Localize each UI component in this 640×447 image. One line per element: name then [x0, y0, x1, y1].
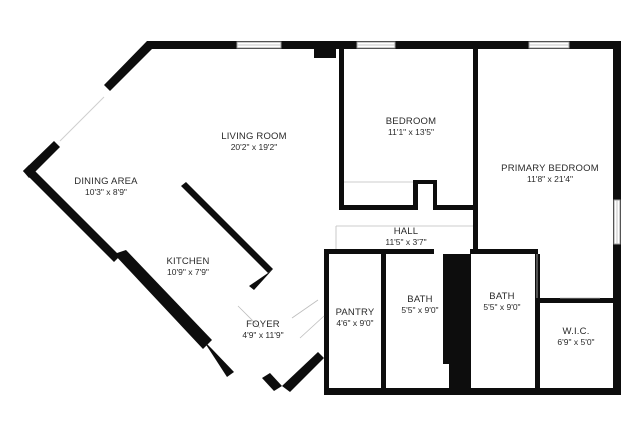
- room-name-living-room: LIVING ROOM: [221, 131, 287, 142]
- thin-lines: [237, 181, 600, 339]
- room-label-bath-2: BATH 5'5" x 9'0": [483, 291, 520, 312]
- room-name-bath-2: BATH: [489, 291, 514, 302]
- room-label-living-room: LIVING ROOM 20'2" x 19'2": [221, 131, 287, 152]
- room-dimensions-foyer: 4'9" x 11'9": [242, 330, 283, 340]
- room-dimensions-bedroom: 11'1" x 13'5": [388, 127, 434, 137]
- room-name-foyer: FOYER: [246, 319, 280, 330]
- room-dimensions-living-room: 20'2" x 19'2": [231, 142, 278, 152]
- room-dimensions-wic: 6'9" x 5'0": [557, 337, 594, 347]
- room-dimensions-kitchen: 10'9" x 7'9": [167, 267, 209, 277]
- room-name-bath-1: BATH: [407, 294, 432, 305]
- room-label-kitchen: KITCHEN 10'9" x 7'9": [166, 256, 209, 277]
- room-name-primary-bedroom: PRIMARY BEDROOM: [501, 163, 599, 174]
- room-name-pantry: PANTRY: [336, 307, 375, 318]
- exterior-walls: [23, 41, 621, 395]
- room-label-pantry: PANTRY 4'6" x 9'0": [336, 307, 375, 328]
- room-dimensions-primary-bedroom: 11'8" x 21'4": [527, 174, 573, 184]
- room-name-dining-area: DINING AREA: [74, 176, 138, 187]
- room-dimensions-bath-1: 5'5" x 9'0": [401, 305, 438, 315]
- room-label-bedroom: BEDROOM 11'1" x 13'5": [386, 116, 437, 137]
- room-name-wic: W.I.C.: [562, 326, 589, 337]
- room-name-hall: HALL: [394, 226, 419, 237]
- room-label-hall: HALL 11'5" x 3'7": [385, 226, 426, 247]
- room-label-primary-bedroom: PRIMARY BEDROOM 11'8" x 21'4": [501, 163, 599, 184]
- interior-walls: [181, 47, 615, 388]
- room-name-bedroom: BEDROOM: [386, 116, 437, 127]
- room-dimensions-hall: 11'5" x 3'7": [385, 237, 426, 247]
- room-dimensions-bath-2: 5'5" x 9'0": [483, 302, 520, 312]
- room-label-wic: W.I.C. 6'9" x 5'0": [557, 326, 594, 347]
- room-dimensions-dining-area: 10'3" x 8'9": [85, 187, 127, 197]
- room-name-kitchen: KITCHEN: [166, 256, 209, 267]
- room-dimensions-pantry: 4'6" x 9'0": [336, 318, 373, 328]
- room-label-foyer: FOYER 4'9" x 11'9": [242, 319, 283, 340]
- room-label-bath-1: BATH 5'5" x 9'0": [401, 294, 438, 315]
- windows: [59, 41, 621, 245]
- room-label-dining-area: DINING AREA 10'3" x 8'9": [74, 176, 138, 197]
